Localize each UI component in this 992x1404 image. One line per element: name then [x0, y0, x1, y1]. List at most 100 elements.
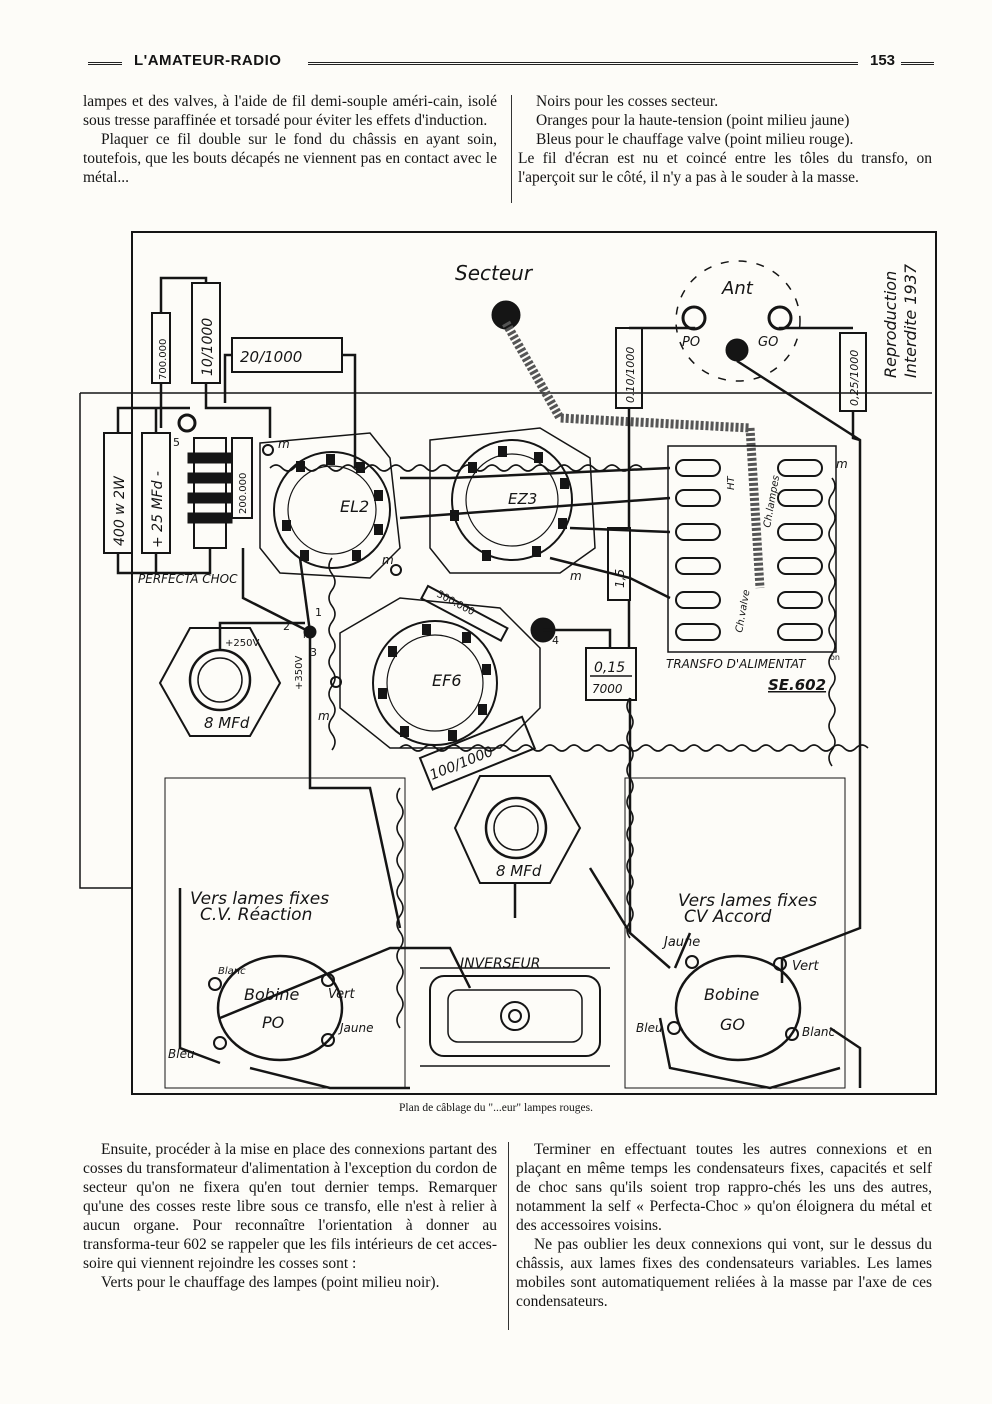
capacitor-8mfd-left-inner: [197, 657, 243, 703]
top-right-paragraph-4: Le fil d'écran est nu et coincé entre le…: [518, 150, 932, 186]
capacitor-8mfd-bottom-label: 8 MFd: [496, 862, 542, 880]
ez3-socket: [451, 439, 573, 561]
secteur-label: Secteur: [455, 261, 534, 285]
num-3-label: 3: [310, 646, 317, 659]
vers-reaction-line-2: C.V. Réaction: [200, 905, 312, 925]
top-right-paragraph-2: Oranges pour la haute-tension (point mil…: [536, 112, 850, 129]
cv-accord-outline: [624, 777, 846, 1089]
capacitor-8mfd-left: [188, 648, 252, 712]
el2-mount-screw-1: [262, 444, 274, 456]
capacitor-8mfd-left-label: 8 MFd: [204, 714, 250, 732]
el2-m-label: m: [278, 437, 290, 451]
column-divider-top: [511, 95, 512, 203]
vers-accord-line-2: CV Accord: [684, 907, 772, 927]
ez3-socket-plate: [429, 427, 596, 574]
vert-left-label: Vert: [328, 987, 355, 1002]
v350-label: +350V: [294, 656, 305, 690]
el2-label: EL2: [340, 497, 369, 516]
main-wiring: [178, 326, 862, 1090]
bottom-left-column: Ensuite, procéder à la mise en place des…: [83, 1140, 497, 1292]
capacitor-015-label: 0,15: [594, 660, 625, 676]
transformer-lugs-right: [777, 459, 823, 641]
ez3-label: EZ3: [508, 490, 537, 508]
bleu-left-label: Bleu: [168, 1047, 195, 1061]
bobine-go: [674, 954, 802, 1062]
ant-po-terminal: [681, 305, 707, 331]
blanc-right-label: Blanc: [802, 1025, 836, 1039]
cv-reaction-outline: [164, 777, 406, 1089]
top-right-paragraph-1: Noirs pour les cosses secteur.: [536, 93, 719, 110]
num-5-label: 5: [173, 436, 180, 449]
ez3-socket-inner: [465, 453, 559, 547]
bottom-left-paragraph-2: Verts pour le chauffage des lampes (poin…: [101, 1274, 440, 1291]
el2-pins: [282, 454, 383, 561]
bobine-go-line-1: Bobine: [704, 985, 760, 1004]
el2-socket-plate: [259, 432, 401, 579]
bobine-po-line-1: Bobine: [244, 985, 300, 1004]
perfecta-choc-label: PERFECTA CHOC: [138, 572, 238, 586]
ef6-m-label: m: [318, 709, 330, 723]
el2-mount-screw-2: [390, 564, 402, 576]
blanc-left-label: Blanc: [218, 966, 246, 977]
v250-label: +250V: [225, 638, 259, 649]
inverseur-contacts: [420, 967, 610, 1067]
resistor-200000: [231, 437, 253, 519]
twisted-wires: [269, 464, 869, 1029]
se602-label: SE.602: [768, 676, 826, 694]
go-label: GO: [758, 335, 778, 350]
resistor-300000: [420, 584, 509, 642]
inverseur-inner: [447, 989, 583, 1043]
top-left-wires: [159, 276, 357, 428]
capacitor-8mfd-bottom: [484, 796, 548, 860]
bottom-left-paragraph-1: Ensuite, procéder à la mise en place des…: [83, 1141, 497, 1272]
ef6-socket-plate: [339, 597, 541, 749]
secteur-cord-end: [745, 427, 765, 589]
transfo-m-label: m: [836, 457, 848, 471]
num-1-label: 1: [315, 606, 322, 619]
capacitor-8mfd-left-hex: [158, 627, 282, 737]
ef6-pins: [378, 624, 491, 741]
choke-winding-1: [187, 452, 233, 464]
jaune-top-label: Jaune: [661, 935, 700, 950]
antenna-outline: [675, 260, 801, 382]
resistor-200000-label: 200.000: [238, 473, 249, 514]
diagram-frame: [131, 231, 937, 1095]
bobine-po: [216, 954, 344, 1062]
chassis-left-edge: [79, 393, 132, 889]
transfo-on-label: on: [830, 653, 840, 662]
capacitor-010-1000-label: 0.10/1000: [624, 347, 637, 403]
bobine-go-lugs: [667, 955, 799, 1041]
column-divider-bottom: [508, 1142, 509, 1330]
resistor-1-5-label: 1,5: [613, 569, 627, 588]
bottom-right-column: Terminer en effectuant toutes les autres…: [516, 1140, 932, 1311]
header-rule-left: [88, 62, 122, 65]
header-rule-middle: [308, 62, 858, 65]
ef6-socket: [372, 620, 498, 746]
ant-label: Ant: [721, 278, 754, 299]
inverseur-knob: [500, 1001, 530, 1031]
capacitor-20-1000-label: 20/1000: [240, 348, 302, 366]
choke-winding-3: [187, 492, 233, 504]
bleu-right-label: Bleu: [636, 1021, 663, 1035]
ez3-m-label: m: [570, 569, 582, 583]
top-left-paragraph-2: Plaquer ce fil double sur le fond du châ…: [83, 131, 497, 186]
left-wires: [116, 406, 212, 575]
el2-m2-label: m: [382, 553, 394, 567]
header-rule-right: [900, 62, 934, 65]
num-2-label: 2: [283, 620, 290, 633]
top-left-paragraph-1: lampes et des valves, à l'aide de fil de…: [83, 93, 497, 129]
choke-winding-4: [187, 512, 233, 524]
page-header: L'AMATEUR-RADIO 153: [88, 50, 934, 76]
bobine-po-line-2: PO: [262, 1013, 284, 1032]
vers-reaction-line-1: Vers lames fixes: [190, 889, 329, 909]
top-right-paragraph-3: Bleus pour le chauffage valve (point mil…: [536, 131, 854, 148]
jaune-left-label: Jaune: [338, 1021, 374, 1035]
resistor-10-1000-label: 10/1000: [200, 318, 216, 376]
secteur-cord: [502, 320, 751, 433]
ef6-socket-inner: [386, 634, 484, 732]
resistor-400w-label: 400 w 2W: [112, 475, 128, 546]
diagram-caption: Plan de câblage du "...eur" lampes rouge…: [399, 1102, 593, 1114]
reproduction-label: Reproduction: [881, 271, 900, 378]
ant-ground-terminal: [725, 338, 749, 362]
capacitor-8mfd-bottom-inner: [493, 805, 539, 851]
